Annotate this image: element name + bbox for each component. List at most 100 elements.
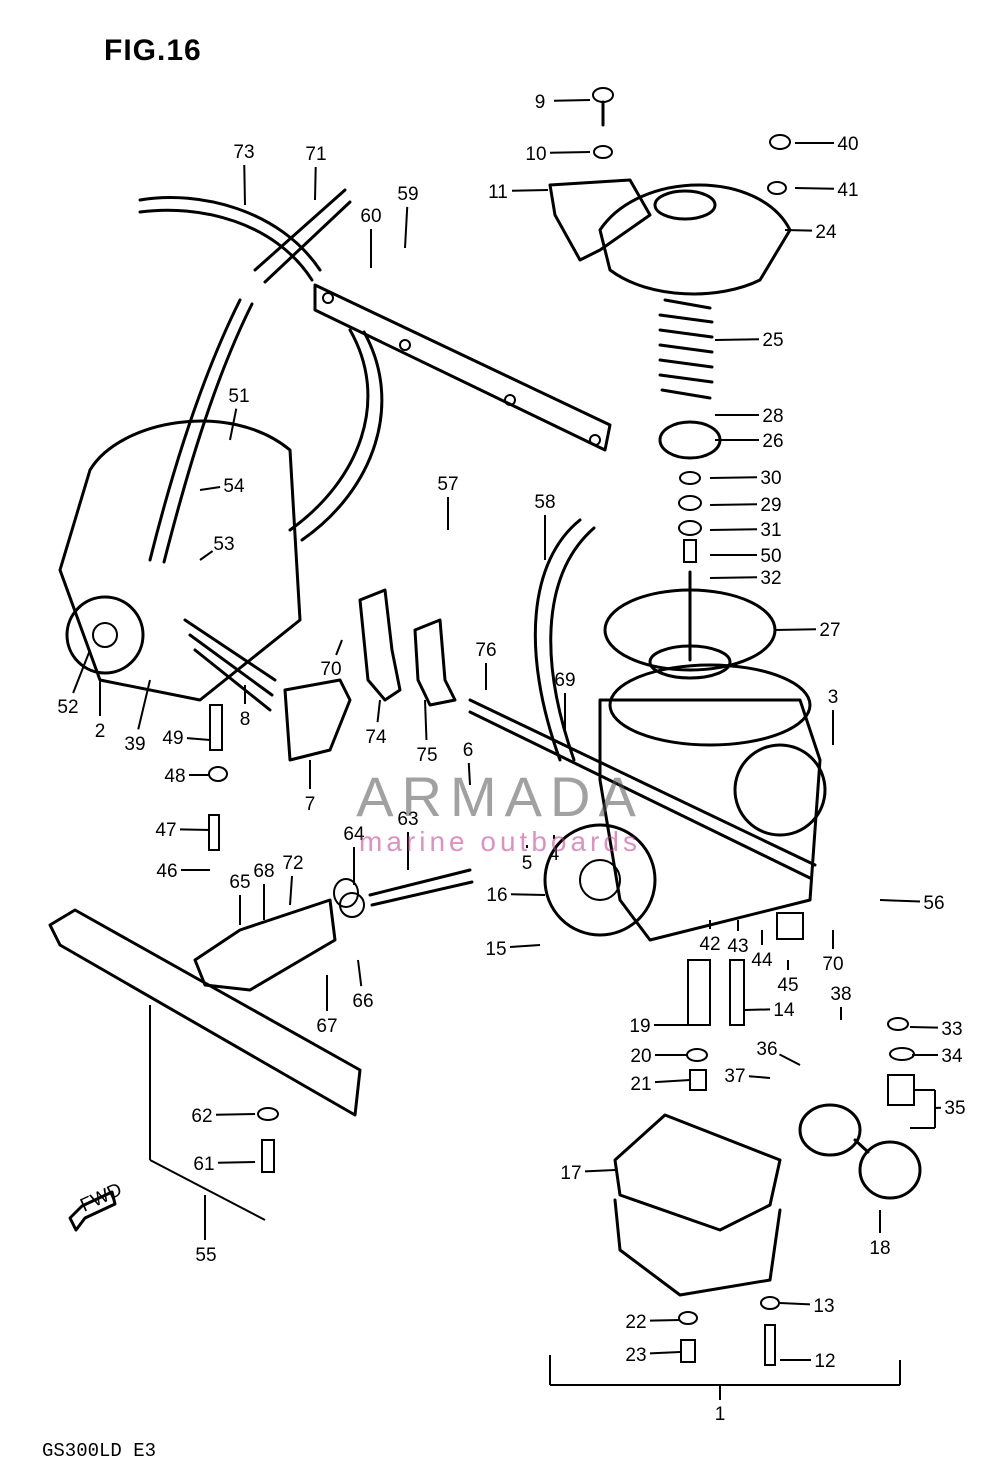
callout-label: 11 [488, 182, 508, 203]
callout-label: 40 [837, 134, 858, 155]
callout-leader [549, 151, 591, 154]
spring-25 [658, 298, 714, 400]
callout-label: 44 [751, 950, 773, 971]
callout-leader [511, 189, 549, 192]
lower-bracket-55 [48, 908, 362, 1117]
assembly-bracket-1 [549, 1355, 901, 1400]
callout-leader [217, 1161, 256, 1164]
callout-label: 27 [819, 620, 840, 641]
figure-title: FIG.16 [104, 34, 202, 67]
watermark-tagline: marine outboards [359, 826, 641, 857]
callout-leader [186, 737, 211, 741]
assembly-bracket-35 [910, 1089, 936, 1129]
jet-stack [686, 959, 745, 1091]
callout-label: 1 [715, 1404, 726, 1425]
callout-leader [778, 1053, 801, 1066]
callout-label: 51 [228, 386, 249, 407]
callout-leader [72, 649, 91, 694]
callout-label: 5 [522, 853, 533, 874]
callout-label: 25 [762, 330, 783, 351]
callout-leader [199, 486, 221, 491]
callout-label: 72 [282, 853, 303, 874]
callout-label: 45 [777, 975, 798, 996]
callout-label: 53 [213, 534, 234, 555]
callout-leader [215, 1113, 256, 1116]
callout-leader [199, 550, 214, 561]
hose-73 [138, 196, 322, 282]
callout-label: 34 [941, 1046, 963, 1067]
callout-label: 37 [724, 1066, 745, 1087]
callout-leaders [72, 99, 942, 1400]
callout-label: 22 [625, 1312, 646, 1333]
callout-label: 73 [233, 142, 254, 163]
callout-label: 19 [629, 1016, 650, 1037]
callout-label: 20 [630, 1046, 651, 1067]
callout-label: 70 [320, 659, 341, 680]
callout-leader [424, 699, 428, 741]
callout-leader [748, 1075, 771, 1079]
callout-label: 17 [560, 1163, 581, 1184]
callout-leader [467, 762, 471, 786]
callout-label: 8 [240, 709, 251, 730]
callout-label: 32 [760, 568, 781, 589]
callout-label: 15 [485, 939, 506, 960]
callout-label: 29 [760, 495, 781, 516]
callout-label: 52 [57, 697, 78, 718]
callout-label: 61 [193, 1154, 214, 1175]
callout-leader [649, 1319, 681, 1322]
callout-leader [709, 528, 758, 531]
callout-label: 35 [944, 1098, 965, 1119]
callout-leader [794, 187, 835, 190]
callout-leader [137, 679, 151, 730]
callout-label: 59 [397, 184, 418, 205]
callout-label: 67 [316, 1016, 337, 1037]
callout-label: 71 [305, 144, 326, 165]
carburetor-body-left [58, 419, 302, 712]
top-cap-24 [548, 178, 792, 296]
callout-label: 10 [525, 144, 546, 165]
hose-58 [533, 518, 596, 762]
callout-leader [709, 476, 758, 479]
callout-leader [649, 1351, 681, 1355]
callout-leader [376, 699, 381, 723]
callout-leader [243, 164, 246, 206]
callout-label: 64 [343, 824, 365, 845]
link-bracket-74 [358, 588, 402, 702]
callout-label: 75 [416, 745, 437, 766]
callout-label: 63 [397, 809, 418, 830]
assembly-bracket-55 [149, 1005, 266, 1240]
callout-label: 2 [95, 721, 106, 742]
callout-label: 12 [814, 1351, 835, 1372]
callout-leader [404, 206, 409, 249]
callout-leader [229, 408, 238, 441]
callout-label: 55 [195, 1245, 216, 1266]
callout-label: 69 [554, 670, 575, 691]
forward-arrow-icon: FWD [68, 1179, 125, 1232]
callout-label: 50 [760, 546, 781, 567]
callout-leader [314, 166, 317, 201]
callout-leader [784, 229, 813, 232]
watermark-brand: ARMADA [356, 765, 644, 828]
callout-label: 9 [535, 92, 546, 113]
callout-leader [774, 628, 817, 631]
link-bracket-75 [413, 618, 457, 707]
callout-label: 23 [625, 1345, 646, 1366]
callout-label: 4 [549, 844, 560, 865]
callout-label: 70 [822, 954, 843, 975]
callout-label: 60 [360, 206, 381, 227]
carburetor-body-right [543, 663, 827, 942]
callout-leader [357, 959, 363, 987]
callout-leader [510, 893, 546, 896]
callout-leader [909, 1026, 939, 1029]
throttle-shaft [468, 698, 817, 880]
callout-label: 43 [727, 936, 748, 957]
callout-label: 42 [699, 934, 720, 955]
callout-label: 36 [756, 1039, 777, 1060]
float-chamber-17 [613, 1113, 782, 1297]
callout-label: 30 [760, 468, 781, 489]
callout-label: 65 [229, 872, 250, 893]
callout-label: 3 [828, 687, 839, 708]
callout-label: 56 [923, 893, 944, 914]
